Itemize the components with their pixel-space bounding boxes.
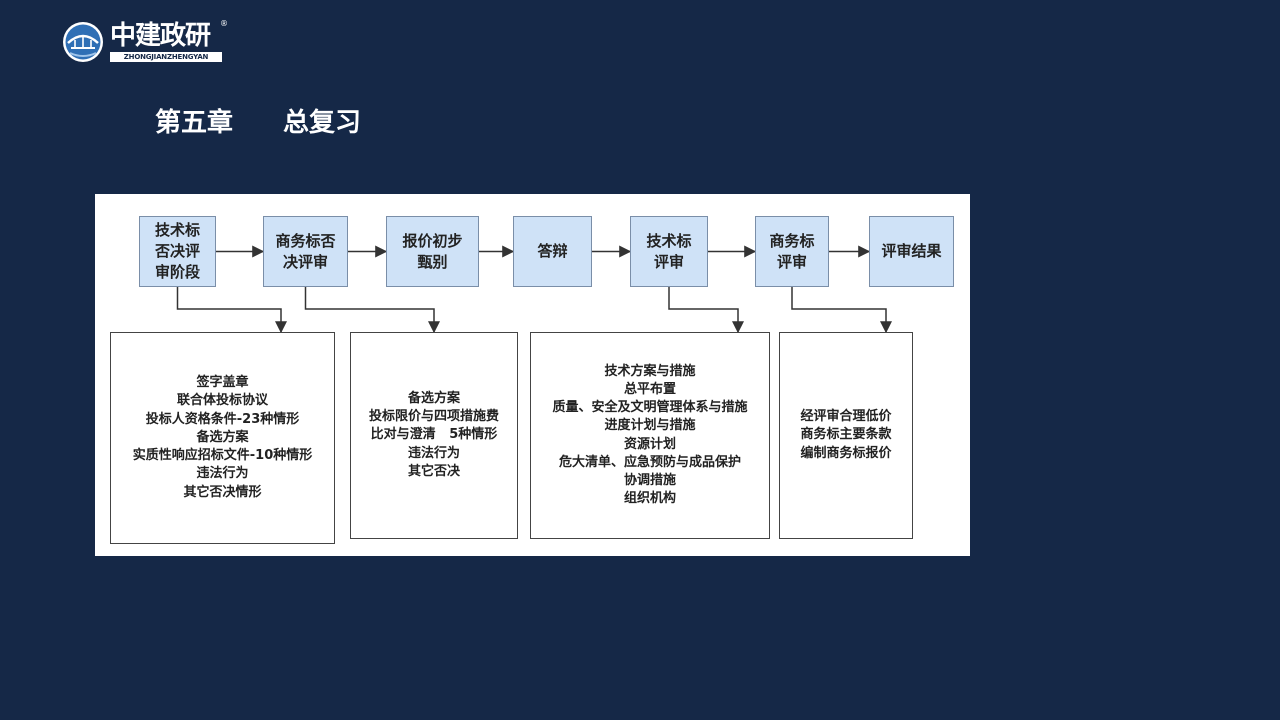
detail-item: 组织机构 bbox=[623, 491, 676, 507]
detail-box-technical-review: 技术方案与措施 总平布置 质量、安全及文明管理体系与措施 进度计划与措施 资源计… bbox=[530, 332, 770, 539]
detail-item: 违法行为 bbox=[196, 466, 249, 482]
page-title-topic: 总复习 bbox=[283, 108, 362, 138]
detail-box-commercial-rejection: 备选方案 投标限价与四项措施费 比对与澄清 5种情形 违法行为 其它否决 bbox=[350, 332, 518, 539]
stage-commercial-review: 商务标 评审 bbox=[755, 216, 829, 287]
detail-item: 总平布置 bbox=[623, 381, 676, 397]
detail-item: 实质性响应招标文件-10种情形 bbox=[132, 448, 313, 464]
detail-item: 技术方案与措施 bbox=[604, 363, 696, 379]
detail-item: 备选方案 bbox=[407, 390, 460, 406]
logo: 中建政研 ® ZHONGJIANZHENGYAN bbox=[62, 19, 237, 65]
stage-defense: 答辩 bbox=[513, 216, 592, 287]
logo-emblem-icon bbox=[63, 22, 103, 62]
detail-item: 质量、安全及文明管理体系与措施 bbox=[552, 400, 748, 416]
detail-item: 危大清单、应急预防与成品保护 bbox=[558, 454, 741, 470]
detail-item: 备选方案 bbox=[196, 429, 249, 445]
detail-list: 签字盖章 联合体投标协议 投标人资格条件-23种情形 备选方案 实质性响应招标文… bbox=[133, 374, 313, 501]
page-title-chapter: 第五章 bbox=[155, 108, 234, 138]
connector-layer bbox=[176, 245, 892, 334]
detail-item: 协调措施 bbox=[623, 472, 676, 488]
detail-list: 备选方案 投标限价与四项措施费 比对与澄清 5种情形 违法行为 其它否决 bbox=[369, 390, 499, 481]
review-process-diagram: 技术标 否决评 审阶段 商务标否 决评审 报价初步 甄别 答辩 技术标 评审 商… bbox=[95, 194, 970, 556]
detail-connector-arrow bbox=[668, 287, 744, 334]
stage-review-result: 评审结果 bbox=[869, 216, 954, 287]
detail-item: 编制商务标报价 bbox=[800, 445, 892, 461]
detail-item: 违法行为 bbox=[407, 445, 460, 461]
detail-connector-arrow bbox=[304, 287, 440, 334]
detail-item: 比对与澄清 5种情形 bbox=[370, 427, 498, 443]
stage-commercial-rejection-review: 商务标否 决评审 bbox=[263, 216, 348, 287]
detail-connector-arrow bbox=[791, 287, 892, 334]
detail-item: 经评审合理低价 bbox=[800, 409, 892, 425]
detail-item: 其它否决情形 bbox=[183, 484, 262, 500]
detail-item: 联合体投标协议 bbox=[176, 393, 268, 409]
detail-list: 经评审合理低价 商务标主要条款 编制商务标报价 bbox=[800, 408, 891, 463]
detail-item: 投标限价与四项措施费 bbox=[368, 409, 499, 425]
detail-item: 投标人资格条件-23种情形 bbox=[145, 411, 300, 427]
detail-item: 其它否决 bbox=[407, 463, 460, 479]
detail-item: 商务标主要条款 bbox=[800, 427, 892, 443]
stage-technical-rejection-review: 技术标 否决评 审阶段 bbox=[139, 216, 216, 287]
logo-registered-mark: ® bbox=[220, 19, 228, 28]
logo-name: 中建政研 bbox=[110, 21, 211, 51]
stage-preliminary-price-screening: 报价初步 甄别 bbox=[386, 216, 479, 287]
detail-connector-arrow bbox=[176, 287, 287, 334]
detail-list: 技术方案与措施 总平布置 质量、安全及文明管理体系与措施 进度计划与措施 资源计… bbox=[552, 363, 747, 509]
detail-box-commercial-review: 经评审合理低价 商务标主要条款 编制商务标报价 bbox=[779, 332, 913, 539]
detail-item: 资源计划 bbox=[623, 436, 676, 452]
detail-box-technical-rejection: 签字盖章 联合体投标协议 投标人资格条件-23种情形 备选方案 实质性响应招标文… bbox=[110, 332, 335, 544]
detail-item: 进度计划与措施 bbox=[604, 418, 696, 434]
logo-subtitle: ZHONGJIANZHENGYAN bbox=[110, 52, 222, 62]
stage-technical-review: 技术标 评审 bbox=[630, 216, 708, 287]
detail-item: 签字盖章 bbox=[196, 375, 249, 391]
